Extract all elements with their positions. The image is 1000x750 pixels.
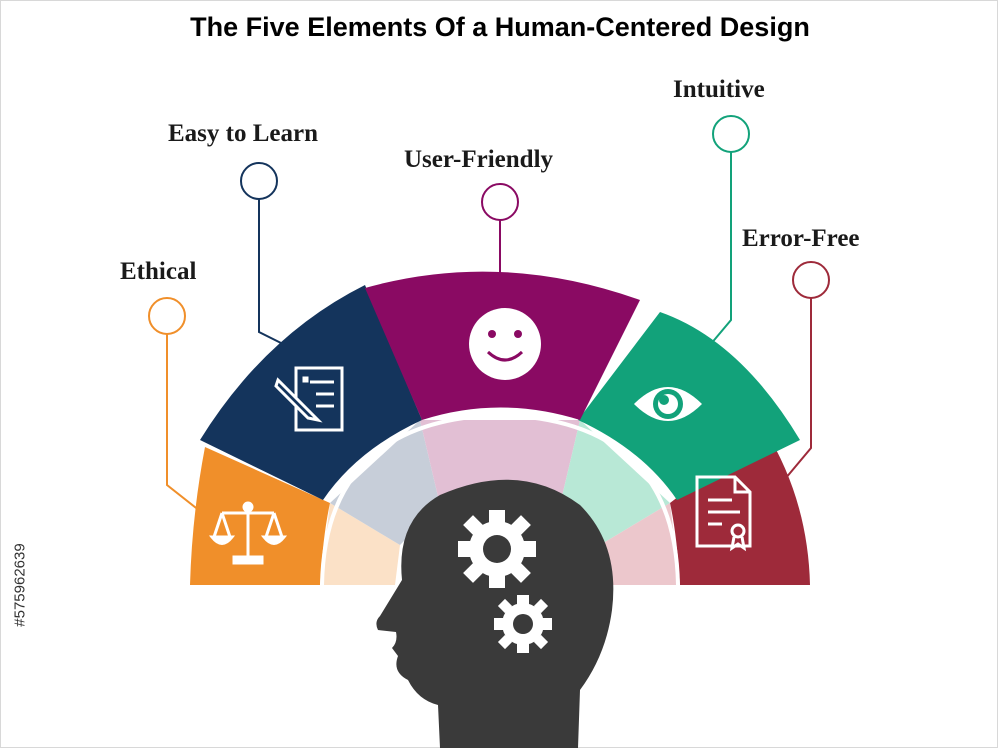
circle-marker-user-friendly	[481, 183, 519, 221]
connector-error-free	[779, 298, 812, 486]
segment-easy-to-learn	[200, 285, 422, 500]
divider-arc	[320, 412, 680, 586]
small-gear-icon	[494, 595, 552, 653]
connector-ethical	[166, 334, 206, 516]
inner-wedge-ethical	[320, 503, 400, 585]
circle-marker-ethical	[148, 297, 186, 335]
label-user-friendly: User-Friendly	[404, 146, 554, 173]
connector-intuitive	[709, 152, 732, 346]
circle-marker-easy-to-learn	[240, 162, 278, 200]
head-silhouette	[376, 479, 614, 748]
large-gear-icon	[458, 510, 536, 588]
connector-lines	[166, 152, 812, 516]
inner-wedge-user-friendly	[420, 420, 580, 505]
inner-wedge-easy-to-learn	[330, 420, 440, 545]
circle-marker-error-free	[792, 261, 830, 299]
checklist-pen-icon	[274, 366, 344, 432]
certificate-document-icon	[695, 475, 752, 552]
label-ethical: Ethical	[120, 258, 197, 285]
page-title: The Five Elements Of a Human-Centered De…	[190, 12, 810, 42]
connector-circles	[148, 115, 830, 335]
label-easy-to-learn: Easy to Learn	[168, 120, 318, 147]
scales-icon	[208, 501, 288, 565]
segment-ethical	[190, 447, 330, 585]
connector-easy-to-learn	[258, 199, 286, 346]
circle-marker-intuitive	[712, 115, 750, 153]
head-with-gears-icon	[376, 479, 614, 748]
label-intuitive: Intuitive	[673, 76, 765, 103]
label-error-free: Error-Free	[742, 225, 860, 252]
eye-icon	[634, 387, 702, 421]
inner-wedge-error-free	[600, 503, 680, 585]
smiley-face-icon	[469, 308, 541, 380]
